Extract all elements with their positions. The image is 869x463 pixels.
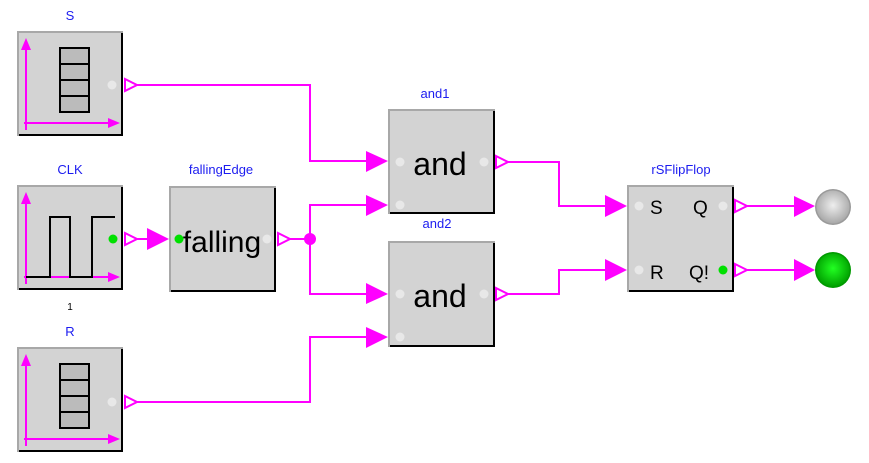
wire-R-and2[interactable] (137, 336, 372, 403)
port-u2[interactable] (395, 200, 405, 210)
and1-u1-arrow (366, 151, 388, 172)
block-body (629, 187, 732, 290)
block-text: and (413, 146, 466, 182)
port-label-Qn: Q! (689, 263, 709, 284)
port-label-R: R (650, 263, 664, 284)
and1-y-arrow (495, 154, 511, 170)
block-label: and1 (421, 86, 450, 101)
port-y[interactable] (262, 234, 272, 244)
port-y[interactable] (107, 397, 117, 407)
lamp-Qn[interactable] (815, 252, 851, 288)
port-label-S: S (650, 198, 663, 219)
fallingEdge-y-arrow (277, 231, 293, 247)
and1-u2-arrow (366, 195, 388, 216)
lamp-off-indicator (816, 190, 850, 224)
block-body (171, 188, 274, 290)
port-label-Q: Q (693, 198, 708, 219)
port-Q[interactable] (718, 201, 728, 211)
wire-and2-flipflop-R[interactable] (507, 269, 611, 295)
square-wave-icon (26, 216, 115, 278)
port-u2[interactable] (395, 332, 405, 342)
block-label: R (65, 324, 74, 339)
R-y-arrow (124, 394, 140, 410)
block-body (390, 111, 493, 212)
wire-S-and1[interactable] (137, 84, 372, 162)
input-connectors (147, 151, 815, 348)
block-text: falling (183, 226, 261, 259)
block-label: S (66, 8, 75, 23)
junction-dot (304, 233, 316, 245)
S-y-arrow (124, 77, 140, 93)
lamp-Q[interactable] (815, 189, 851, 225)
block-parameter: 1 (67, 302, 73, 313)
flipflop-S-arrow (605, 195, 627, 217)
port-y[interactable] (479, 157, 489, 167)
block-label: and2 (423, 216, 452, 231)
block-and2[interactable]: and2 and (388, 216, 495, 347)
flipflop-Qn-arrow (734, 262, 750, 278)
lamp-Qn-arrow (794, 259, 815, 281)
lamp-Q-arrow (794, 196, 815, 217)
lamp-on-indicator (816, 253, 850, 287)
block-label: CLK (57, 162, 83, 177)
fallingEdge-u-arrow (147, 228, 169, 250)
wire-and1-flipflop-S[interactable] (507, 161, 611, 207)
block-label: rSFlipFlop (651, 162, 710, 177)
table-icon (59, 47, 90, 113)
block-CLK[interactable]: CLK 1 (17, 162, 123, 313)
port-y[interactable] (107, 80, 117, 90)
wire-fallingEdge-and2[interactable] (309, 239, 372, 295)
port-u1[interactable] (395, 157, 405, 167)
flipflop-Q-arrow (734, 198, 750, 214)
wire-fallingEdge-and1[interactable] (309, 204, 372, 239)
block-S[interactable]: S (17, 8, 123, 136)
block-body (390, 243, 493, 345)
port-u[interactable] (174, 234, 184, 244)
output-connectors (124, 77, 750, 410)
and2-y-arrow (495, 286, 511, 302)
port-y[interactable] (479, 289, 489, 299)
block-text: and (413, 278, 466, 314)
and2-u2-arrow (366, 327, 388, 348)
block-R[interactable]: R (17, 324, 123, 452)
and2-u1-arrow (366, 283, 388, 304)
table-icon (59, 363, 90, 429)
block-rSFlipFlop[interactable]: rSFlipFlop S Q R Q! (627, 162, 734, 292)
block-and1[interactable]: and1 and (388, 86, 495, 214)
axes-icon (21, 38, 120, 130)
port-R[interactable] (634, 265, 644, 275)
port-S[interactable] (634, 201, 644, 211)
flipflop-R-arrow (605, 259, 627, 281)
block-label: fallingEdge (189, 162, 253, 177)
block-fallingEdge[interactable]: fallingEdge falling (169, 162, 276, 292)
port-u1[interactable] (395, 289, 405, 299)
CLK-y-arrow (124, 231, 140, 247)
wires (137, 84, 800, 403)
port-y[interactable] (108, 234, 118, 244)
port-Qn[interactable] (718, 265, 728, 275)
axes-icon (21, 354, 120, 446)
